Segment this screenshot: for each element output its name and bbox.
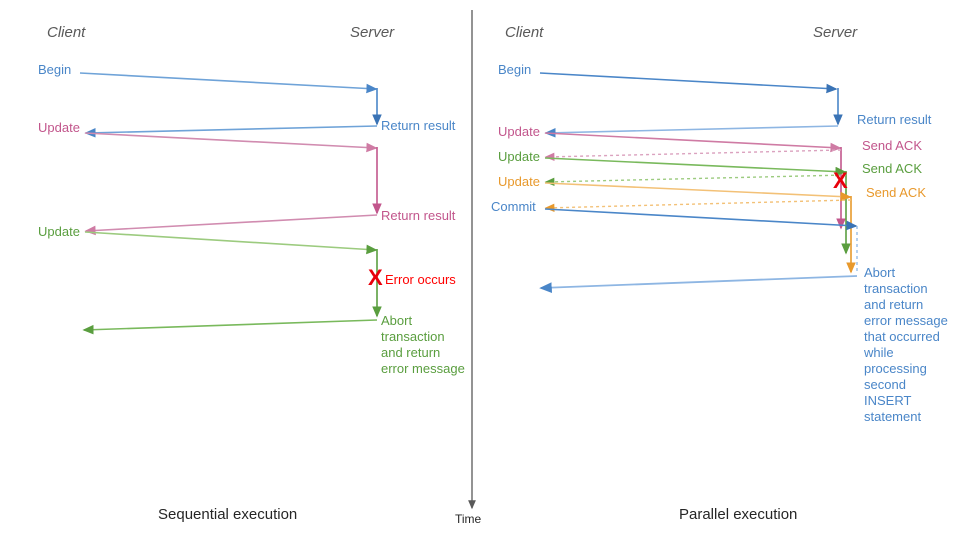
left-error-x-icon: X bbox=[368, 265, 383, 290]
right-label-update-1: Update bbox=[498, 124, 540, 139]
left-flow-update-2 bbox=[82, 231, 382, 335]
right-label-abort-message: Abort transaction and return error messa… bbox=[864, 265, 948, 424]
time-axis-label: Time bbox=[455, 512, 482, 526]
left-header-server: Server bbox=[350, 24, 395, 41]
right-header-client: Client bbox=[505, 24, 544, 41]
right-label-update-2: Update bbox=[498, 149, 540, 164]
right-label-begin: Begin bbox=[498, 62, 532, 77]
right-label-send-ack-3: Send ACK bbox=[866, 185, 926, 200]
right-error-x-icon: X bbox=[833, 168, 848, 193]
left-label-begin: Begin bbox=[38, 62, 72, 77]
left-flow-begin bbox=[79, 72, 382, 138]
left-label-error-occurs: Error occurs bbox=[385, 272, 456, 287]
left-caption: Sequential execution bbox=[158, 506, 298, 523]
right-flow-update-1 bbox=[544, 132, 846, 230]
left-label-update-1: Update bbox=[38, 120, 80, 135]
right-label-send-ack-2: Send ACK bbox=[862, 161, 922, 176]
left-panel-flows bbox=[79, 72, 382, 335]
left-flow-update-1 bbox=[84, 132, 382, 236]
right-flow-commit bbox=[539, 208, 858, 293]
right-label-update-3: Update bbox=[498, 174, 540, 189]
right-flow-update-2 bbox=[544, 157, 851, 255]
left-label-update-2: Update bbox=[38, 224, 80, 239]
right-flow-begin bbox=[539, 72, 843, 138]
left-header-client: Client bbox=[47, 24, 86, 41]
right-header-server: Server bbox=[813, 24, 858, 41]
right-label-commit: Commit bbox=[491, 199, 536, 214]
left-label-return-result-2: Return result bbox=[381, 208, 456, 223]
right-caption: Parallel execution bbox=[679, 506, 798, 523]
right-flow-update-3 bbox=[544, 182, 856, 274]
right-label-send-ack-1: Send ACK bbox=[862, 138, 922, 153]
left-label-abort-message: Abort transaction and return error messa… bbox=[381, 313, 465, 376]
right-label-return-result: Return result bbox=[857, 112, 932, 127]
right-panel-flows bbox=[539, 72, 858, 293]
left-label-return-result-1: Return result bbox=[381, 118, 456, 133]
